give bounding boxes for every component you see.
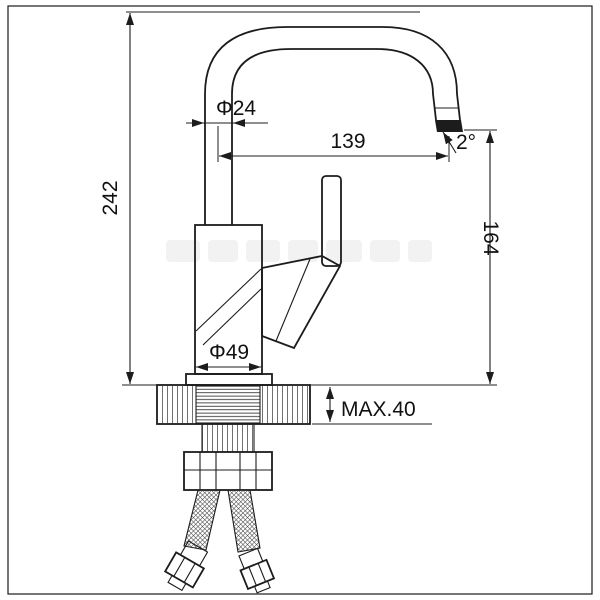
label-overall-height: 242 bbox=[99, 180, 122, 215]
dim-spout-angle-leader bbox=[442, 131, 457, 154]
hose-connector-right bbox=[238, 547, 276, 594]
handle-hub-facet bbox=[275, 258, 311, 342]
label-max-thickness: MAX.40 bbox=[341, 398, 416, 421]
label-horizontal-reach: 139 bbox=[330, 130, 365, 153]
thread-section bbox=[195, 385, 261, 424]
handle bbox=[261, 175, 342, 350]
supply-hoses bbox=[183, 489, 261, 553]
flange-hatch-left bbox=[158, 386, 195, 423]
connector-right-facet-1 bbox=[248, 566, 257, 586]
faucet-spout bbox=[204, 26, 461, 225]
hose-right bbox=[227, 489, 261, 553]
shank-body bbox=[201, 423, 255, 453]
hose-connector-left bbox=[163, 540, 209, 592]
label-outlet-height: 164 bbox=[479, 220, 502, 255]
connector-right-tip bbox=[253, 580, 271, 594]
label-spout-angle: 2° bbox=[456, 131, 476, 154]
handle-hub bbox=[261, 255, 342, 350]
thread-shank bbox=[201, 423, 255, 453]
mounting-nut bbox=[183, 451, 273, 491]
connector-left-facet-1 bbox=[173, 557, 186, 577]
label-spout-diameter: Φ24 bbox=[216, 97, 256, 120]
hose-left bbox=[183, 489, 221, 551]
flange-hatch-right bbox=[261, 386, 309, 423]
label-body-diameter: Φ49 bbox=[209, 341, 249, 364]
base-plate bbox=[185, 373, 273, 386]
aerator-tip bbox=[435, 120, 463, 132]
watermark bbox=[166, 240, 432, 262]
spout-inner-curve bbox=[231, 48, 437, 121]
extension-lines bbox=[122, 11, 497, 425]
body-seam-1 bbox=[195, 268, 262, 332]
connector-right-facet-2 bbox=[257, 563, 267, 583]
drawing-border bbox=[7, 5, 593, 595]
spout-outer-curve bbox=[204, 26, 461, 121]
body-seam-2 bbox=[202, 288, 262, 346]
handle-lever bbox=[321, 175, 342, 267]
connector-left-tip bbox=[167, 574, 187, 592]
connector-left-facet-2 bbox=[183, 563, 196, 583]
nut-outline bbox=[183, 451, 273, 491]
mounting-flange bbox=[156, 384, 311, 425]
